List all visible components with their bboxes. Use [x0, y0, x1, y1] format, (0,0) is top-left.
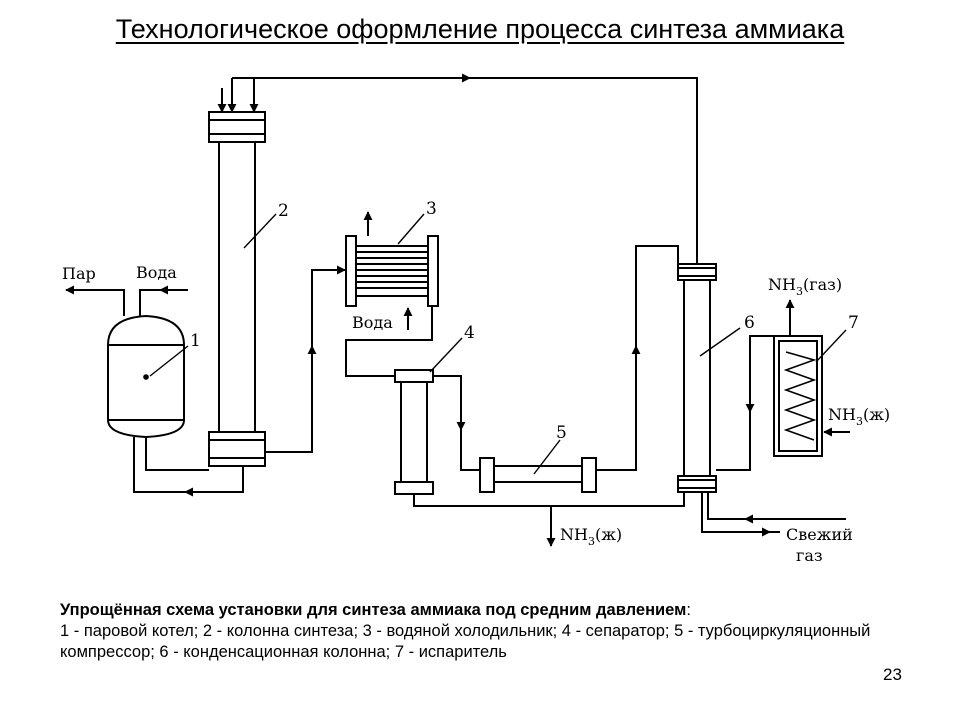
caption-item-4-text: - сепаратор; — [570, 622, 675, 640]
synthesis-column — [208, 111, 266, 467]
equipment-number-3: 3 — [426, 199, 437, 219]
label-fresh-gas-line2: газ — [796, 546, 823, 565]
caption-item-1-num: 1 — [60, 622, 70, 640]
label-nh3-liquid-in: NH3(ж) — [828, 405, 890, 428]
water-cooler — [345, 235, 439, 307]
caption-item-5-num: 5 — [674, 622, 684, 640]
equipment-number-7: 7 — [848, 313, 859, 333]
caption-item-3-text: - водяной холодильник; — [371, 622, 562, 640]
caption-item-6-text: - конденсационная колонна; — [168, 643, 395, 661]
equipment-number-6: 6 — [744, 313, 755, 333]
leader-lines — [149, 213, 847, 475]
equipment-number-5: 5 — [556, 423, 567, 443]
equipment-number-1: 1 — [190, 331, 201, 351]
caption-heading: Упрощённая схема установки для синтеза а… — [60, 601, 687, 619]
equipment-number-4: 4 — [464, 323, 475, 343]
caption-item-7-num: 7 — [394, 643, 405, 661]
label-nh3-gas: NH3(газ) — [768, 275, 842, 298]
slide-title: Технологическое оформление процесса синт… — [115, 14, 845, 44]
caption-item-2-text: - колонна синтеза; — [212, 622, 363, 640]
label-nh3-liquid-out: NH3(ж) — [560, 525, 622, 548]
caption: Упрощённая схема установки для синтеза а… — [60, 600, 920, 663]
caption-item-5-text: - турбоциркуляционный компрессор; — [60, 622, 871, 661]
pipelines — [65, 73, 850, 547]
process-diagram: Пар Вода Вода NH3(ж) NH3(газ) NH3(ж) Све… — [62, 73, 890, 565]
caption-item-4-num: 4 — [561, 622, 571, 640]
caption-item-1-text: - паровой котел; — [69, 622, 203, 640]
evaporator — [773, 335, 823, 457]
caption-item-3-num: 3 — [362, 622, 372, 640]
equipment-number-2: 2 — [278, 201, 289, 221]
condensation-column — [677, 263, 717, 493]
compressor — [479, 457, 597, 493]
separator — [394, 369, 434, 495]
steam-boiler — [107, 314, 185, 439]
label-steam: Пар — [62, 264, 96, 283]
caption-item-2-num: 2 — [202, 622, 213, 640]
page-number: 23 — [883, 665, 902, 684]
caption-heading-colon: : — [686, 601, 691, 619]
label-water-in: Вода — [136, 263, 177, 282]
caption-item-7-text: - испаритель — [404, 643, 507, 661]
caption-item-6-num: 6 — [159, 643, 169, 661]
diagram-labels: Пар Вода Вода NH3(ж) NH3(газ) NH3(ж) Све… — [62, 199, 890, 565]
label-water-cooler: Вода — [352, 313, 393, 332]
label-fresh-gas-line1: Свежий — [786, 525, 853, 544]
